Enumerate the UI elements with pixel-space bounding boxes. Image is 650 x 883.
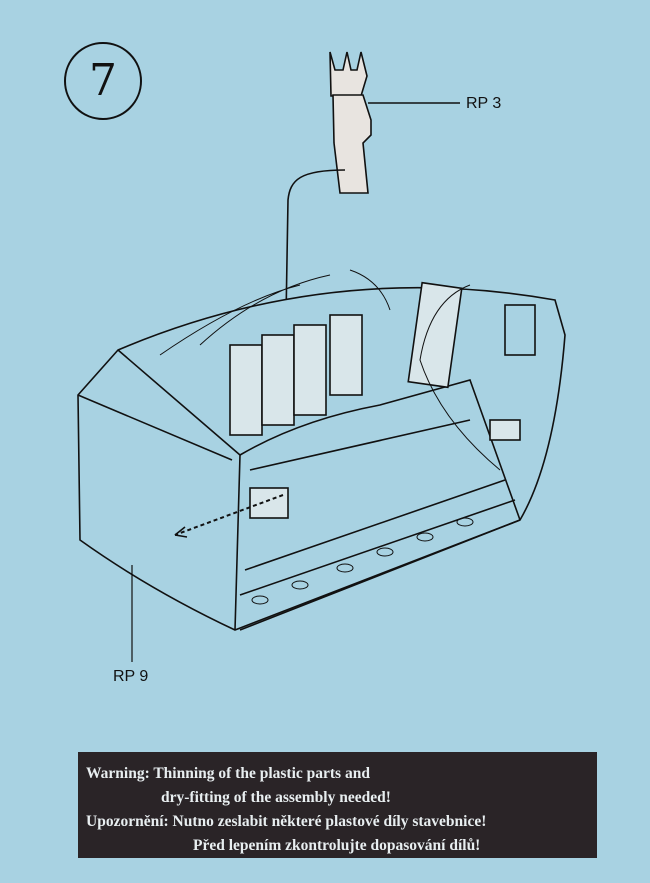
warning-line-2: dry-fitting of the assembly needed! — [161, 789, 391, 806]
label-rp9: RP 9 — [113, 668, 149, 685]
cockpit-housing — [77, 269, 566, 662]
step-number: 7 — [64, 42, 142, 120]
warning-line-4: Před lepením zkontrolujte dopasování díl… — [193, 837, 481, 854]
warning-line-1: Warning: Thinning of the plastic parts a… — [86, 765, 370, 782]
warning-box: Warning: Thinning of the plastic parts a… — [78, 752, 597, 858]
warning-line-3: Upozornění: Nutno zeslabit některé plast… — [86, 813, 487, 830]
floor-circles — [251, 517, 474, 605]
label-rp3: RP 3 — [466, 95, 502, 112]
panel-boxes — [229, 281, 536, 519]
part-rp3 — [282, 51, 460, 496]
